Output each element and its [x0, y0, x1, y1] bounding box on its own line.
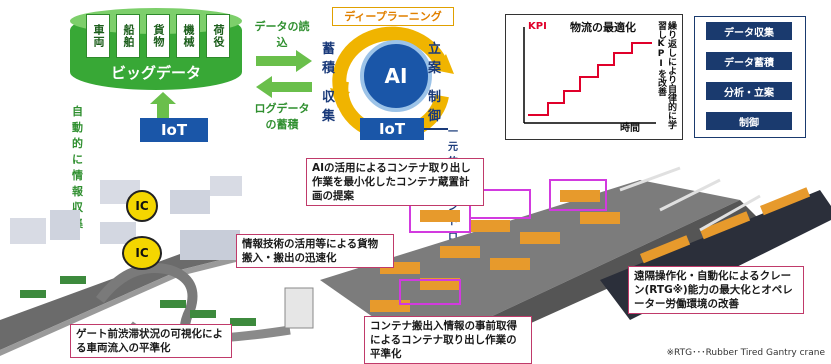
data-column-machine: 機械: [176, 14, 200, 58]
right-arrow-icon: [256, 50, 312, 72]
kpi-side-note: 繰り返しにより自律的に学習しKPIを改善: [656, 21, 676, 129]
kpi-title: 物流の最適化: [570, 21, 636, 34]
annotation-gate-info: 情報技術の活用等による貨物搬入・搬出の迅速化: [236, 234, 394, 268]
time-axis-label: 時間: [620, 123, 640, 134]
data-column-cargo: 貨物: [146, 14, 170, 58]
iot-box-center: IoT: [360, 118, 424, 140]
up-arrow-icon: [150, 92, 176, 118]
ic-badge-lower: IC: [122, 236, 162, 270]
step-data-collect: データ収集: [706, 22, 792, 40]
big-data-label: ビッグデータ: [110, 64, 201, 82]
deep-learning-title: ディープラーニング: [332, 7, 454, 26]
ai-core-circle: AI: [360, 40, 432, 112]
kpi-chart: [523, 27, 656, 124]
ic-badge-upper: IC: [126, 190, 158, 222]
control-label: 制御: [428, 90, 442, 124]
footnote: ※RTG･･･Rubber Tired Gantry crane: [666, 348, 825, 358]
kpi-chart-panel: KPI 物流の最適化 時間 繰り返しにより自律的に学習しKPIを改善: [505, 14, 683, 140]
step-analysis-plan: 分析・立案: [706, 82, 792, 100]
log-store-label: ログデータの蓄積: [254, 102, 310, 131]
annotation-gate-queue: ゲート前渋滞状況の可視化による車両流入の平準化: [70, 324, 232, 358]
steps-frame: [694, 16, 806, 138]
step-data-accumulate: データ蓄積: [706, 52, 792, 70]
annotation-ai-storage-plan: AIの活用によるコンテナ取り出し作業を最小化したコンテナ蔵置計画の提案: [306, 158, 484, 206]
collect-label: 収集: [322, 90, 336, 124]
left-arrow-icon: [256, 76, 312, 98]
data-column-handling: 荷役: [206, 14, 230, 58]
step-control: 制御: [706, 112, 792, 130]
control-connector: [424, 128, 448, 130]
kpi-axis-label: KPI: [528, 21, 547, 32]
accumulate-label: 蓄積: [322, 42, 336, 76]
data-column-ship: 船舶: [116, 14, 140, 58]
data-import-label: データの読込: [254, 20, 310, 49]
annotation-crane: 遠隔操作化・自動化によるクレーン(RTG※)能力の最大化とオペレーター労働環境の…: [628, 266, 804, 314]
plan-label: 立案: [428, 42, 442, 76]
annotation-container-info: コンテナ搬出入情報の事前取得によるコンテナ取り出し作業の平準化: [364, 316, 532, 364]
data-column-vehicle: 車両: [86, 14, 110, 58]
iot-box-left: IoT: [140, 118, 208, 142]
